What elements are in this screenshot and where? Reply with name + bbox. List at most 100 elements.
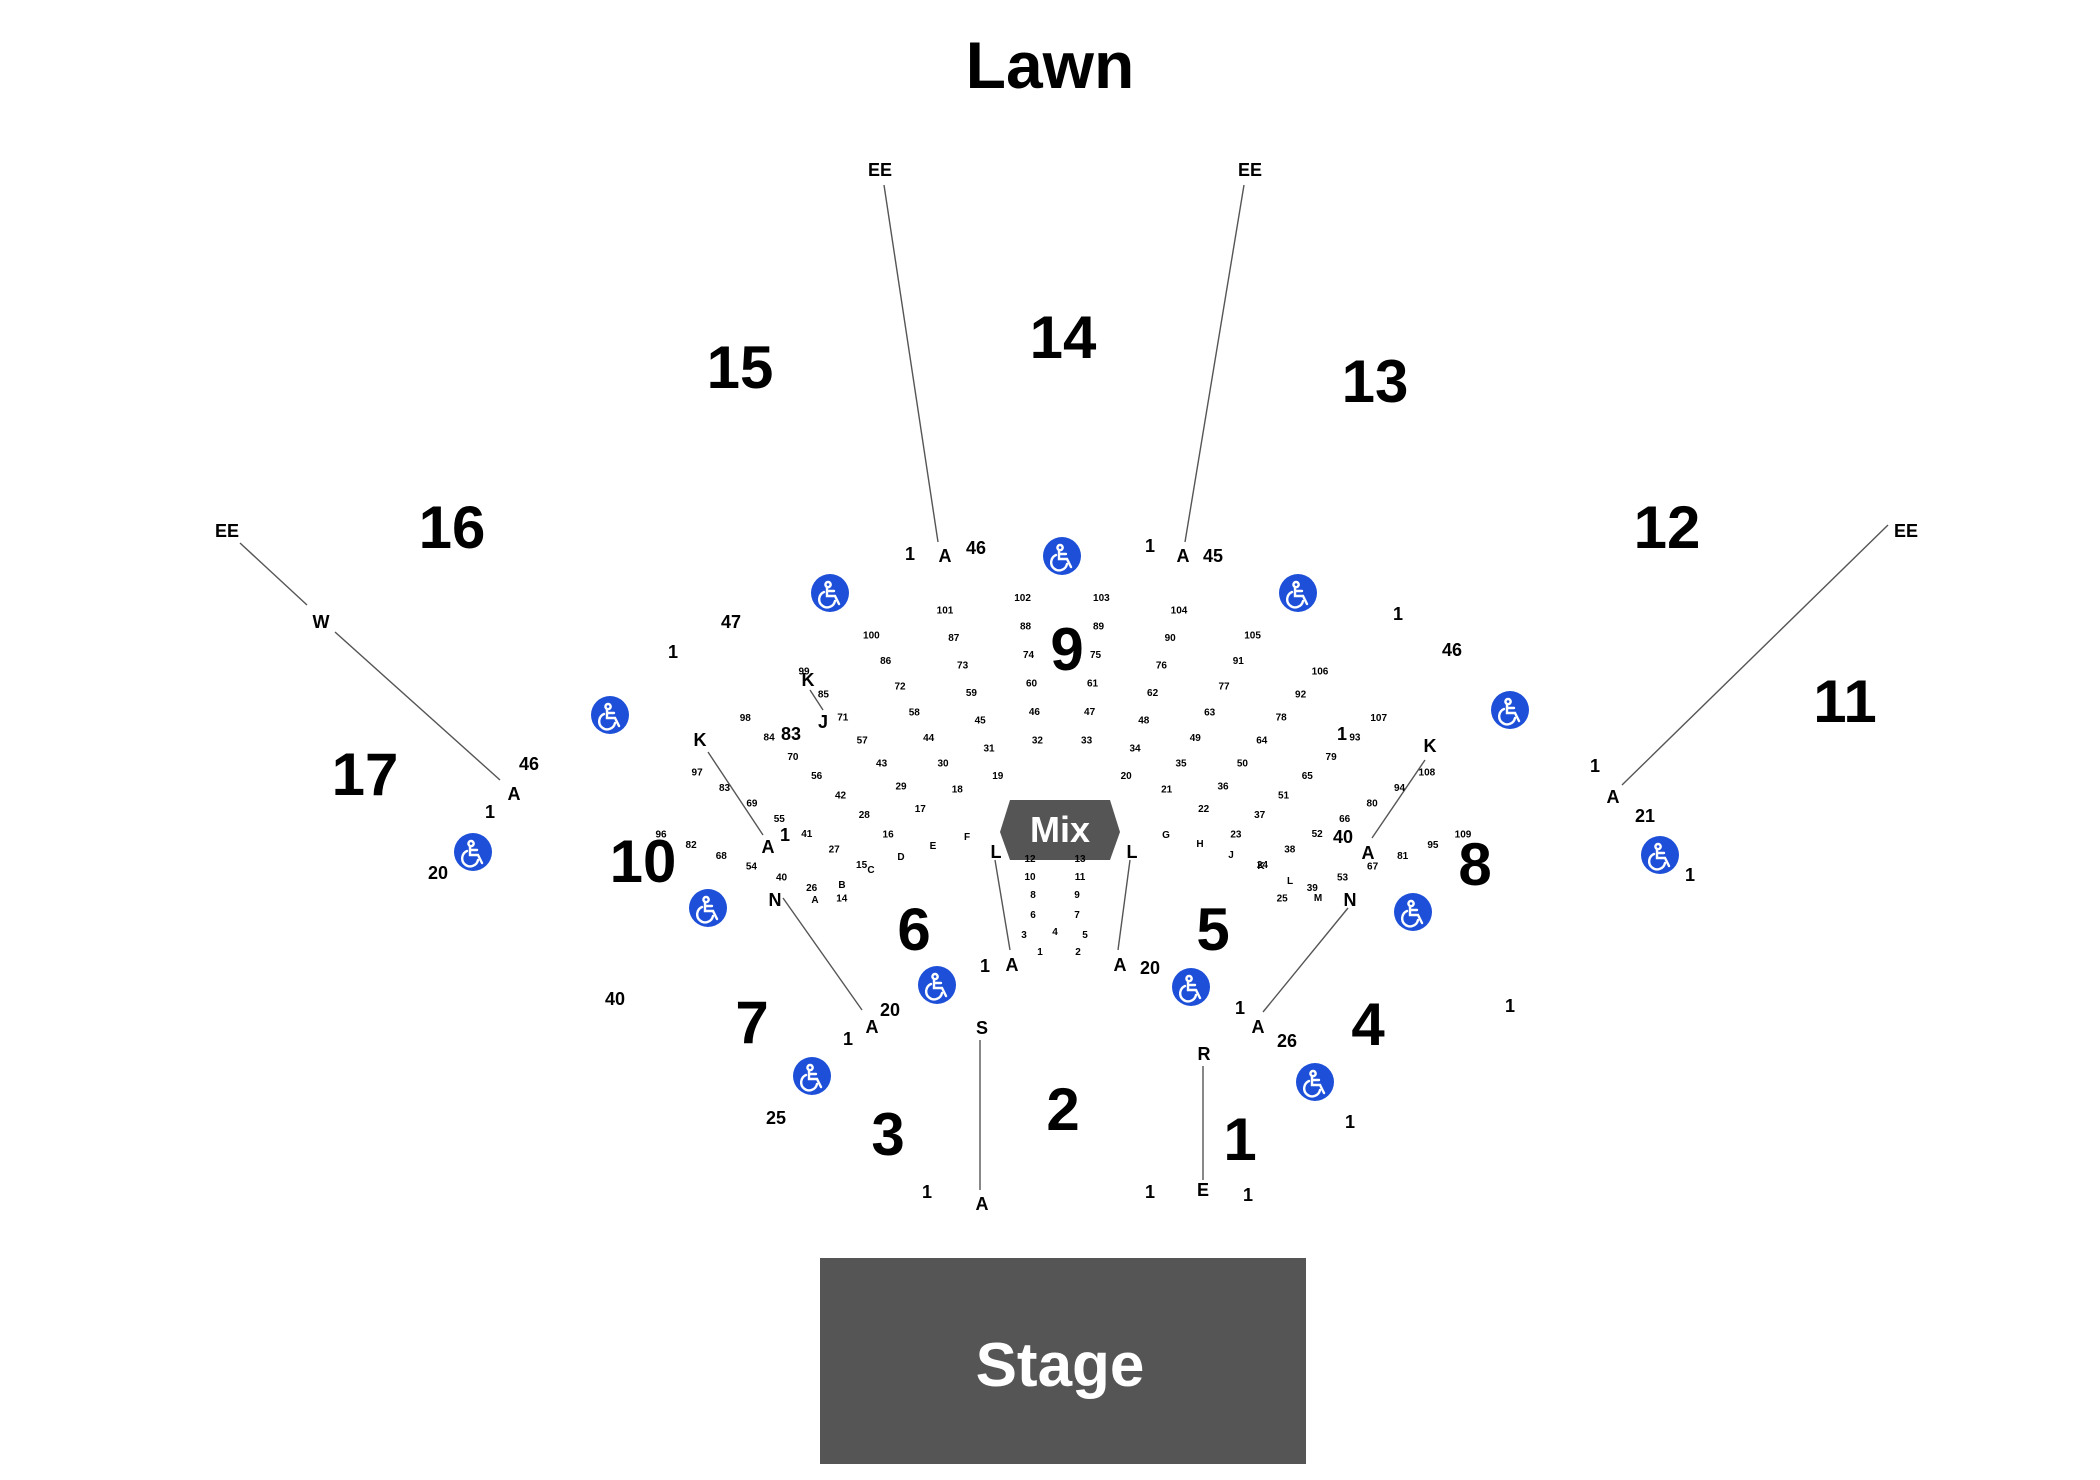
- section-7[interactable]: 7: [735, 989, 768, 1056]
- row-label: A: [762, 837, 775, 857]
- section-1[interactable]: 1: [1223, 1106, 1256, 1173]
- wheelchair-icon[interactable]: [454, 833, 492, 871]
- pit-seat-number: 80: [1367, 798, 1379, 809]
- pit-seat-number: 20: [1121, 771, 1133, 782]
- section-16[interactable]: 16: [419, 494, 486, 561]
- pit-seat-number: 10: [1024, 872, 1036, 883]
- section-4[interactable]: 4: [1351, 991, 1385, 1058]
- row-label: A: [1177, 546, 1190, 566]
- pit-seat-number: 42: [835, 791, 847, 802]
- pit-seat-number: 7: [1074, 910, 1080, 921]
- wheelchair-icon[interactable]: [811, 574, 849, 612]
- pit-row-label: E: [930, 841, 937, 852]
- pit-seat-number: 87: [948, 633, 960, 644]
- seat-label: 20: [1140, 958, 1160, 978]
- pit-seat-number: 32: [1032, 735, 1044, 746]
- section-13[interactable]: 13: [1342, 348, 1409, 415]
- seat-label: 21: [1635, 806, 1655, 826]
- pit-seat-number: 62: [1147, 688, 1159, 699]
- row-label: K: [1424, 736, 1437, 756]
- pit-seat-number: 3: [1021, 930, 1027, 941]
- pit-seat-number: 106: [1312, 667, 1329, 678]
- seat-label: 1: [1243, 1185, 1253, 1205]
- row-label: R: [1198, 1044, 1211, 1064]
- pit-seat-number: 70: [787, 752, 799, 763]
- wheelchair-icon[interactable]: [1172, 968, 1210, 1006]
- seat-label: 26: [1277, 1031, 1297, 1051]
- wheelchair-icon[interactable]: [1491, 691, 1529, 729]
- mix-position: [1000, 800, 1120, 860]
- pit-seat-number: 23: [1230, 830, 1242, 841]
- seat-label: 20: [428, 863, 448, 883]
- lawn-title[interactable]: Lawn: [966, 28, 1135, 102]
- pit-seat-number: 34: [1129, 743, 1141, 754]
- row-label: A: [1114, 955, 1127, 975]
- row-label: EE: [215, 521, 239, 541]
- seat-label: 1: [1145, 536, 1155, 556]
- section-17[interactable]: 17: [332, 741, 399, 808]
- row-label: S: [976, 1018, 988, 1038]
- seat-label: 46: [1442, 640, 1462, 660]
- pit-seat-number: 47: [1084, 707, 1096, 718]
- wheelchair-icon[interactable]: [1043, 537, 1081, 575]
- pit-seat-number: 61: [1087, 678, 1099, 689]
- wheelchair-icon[interactable]: [591, 696, 629, 734]
- pit-seat-number: 108: [1419, 768, 1436, 779]
- pit-seat-number: 68: [716, 851, 728, 862]
- pit-seat-number: 43: [876, 758, 888, 769]
- pit-seat-number: 55: [774, 814, 786, 825]
- section-8[interactable]: 8: [1458, 831, 1491, 898]
- pit-seat-number: 15: [856, 860, 868, 871]
- seat-label: 1: [485, 802, 495, 822]
- wheelchair-icon[interactable]: [793, 1057, 831, 1095]
- pit-seat-number: 109: [1455, 829, 1472, 840]
- pit-seating: 83 A B C D E F G H J K L M: [811, 830, 1322, 906]
- pit-seat-number: 69: [746, 798, 758, 809]
- pit-seat-number: 31: [983, 743, 995, 754]
- row-label: K: [802, 670, 815, 690]
- section-14[interactable]: 14: [1030, 304, 1097, 371]
- pit-seat-number: 91: [1233, 656, 1245, 667]
- pit-seat-number: 99: [798, 667, 810, 678]
- stage-block[interactable]: [820, 1258, 1306, 1464]
- pit-seat-number: 63: [1204, 707, 1216, 718]
- pit-seat-number: 103: [1093, 593, 1110, 604]
- pit-row-label: A: [811, 895, 818, 906]
- pit-seat-number: 18: [952, 784, 964, 795]
- wheelchair-icon[interactable]: [1279, 574, 1317, 612]
- seat-label: 1: [1393, 604, 1403, 624]
- wheelchair-icon[interactable]: [1296, 1063, 1334, 1101]
- pit-seat-number: 1: [1037, 947, 1043, 958]
- row-label: A: [939, 546, 952, 566]
- seat-label: 47: [721, 612, 741, 632]
- section-11[interactable]: 11: [1813, 668, 1876, 735]
- section-10[interactable]: 10: [610, 828, 677, 895]
- section-15[interactable]: 15: [707, 334, 774, 401]
- section-6[interactable]: 6: [897, 896, 930, 963]
- section-5[interactable]: 5: [1196, 896, 1229, 963]
- seat-label: 1: [1685, 865, 1695, 885]
- seat-label: 25: [766, 1108, 786, 1128]
- wheelchair-icon[interactable]: [918, 966, 956, 1004]
- row-label: A: [976, 1194, 989, 1214]
- wheelchair-icon[interactable]: [1641, 836, 1679, 874]
- section-2[interactable]: 2: [1046, 1076, 1079, 1143]
- wheelchair-icon[interactable]: [1394, 893, 1432, 931]
- section-9[interactable]: 9: [1050, 616, 1083, 683]
- pit-seat-number: 6: [1030, 910, 1036, 921]
- row-label: A: [508, 784, 521, 804]
- seat-label: 1: [1337, 724, 1347, 744]
- pit-seat-number: 30: [937, 759, 949, 770]
- seat-label: 1: [1145, 1182, 1155, 1202]
- section-3[interactable]: 3: [871, 1101, 904, 1168]
- row-guide-lines: [239, 184, 1889, 1190]
- row-label: K: [694, 730, 707, 750]
- pit-seat-number: 49: [1190, 733, 1202, 744]
- pit-seat-number: 13: [1074, 854, 1086, 865]
- pit-seat-number: 45: [975, 716, 987, 727]
- pit-seat-number: 12: [1024, 854, 1036, 865]
- pit-seat-number: 65: [1302, 771, 1314, 782]
- wheelchair-icon[interactable]: [689, 889, 727, 927]
- pit-seat-number: 40: [776, 872, 788, 883]
- section-12[interactable]: 12: [1634, 494, 1701, 561]
